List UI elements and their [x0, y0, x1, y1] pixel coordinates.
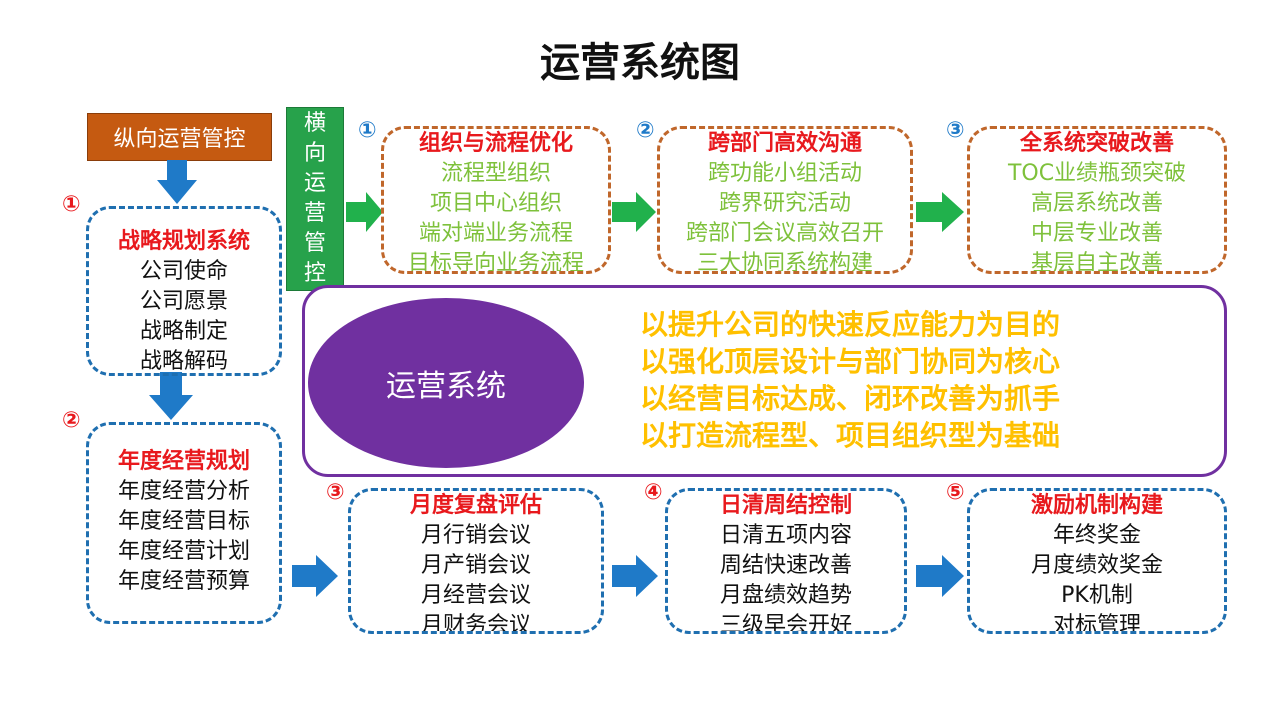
arrow-down-1 [157, 160, 197, 204]
htag-char: 控 [303, 261, 326, 286]
box-title: 战略规划系统 [117, 229, 250, 254]
box-item: 高层系统改善 [1030, 191, 1163, 216]
box-item: 跨功能小组活动 [707, 161, 862, 186]
goal-line: 以经营目标达成、闭环改善为抓手 [640, 382, 1061, 415]
incentive-box: 激励机制构建 年终奖金 月度绩效奖金 PK机制 对标管理 [967, 488, 1227, 634]
box-title: 日清周结控制 [719, 493, 852, 518]
box-item: 项目中心组织 [429, 191, 562, 216]
box-item: 年终奖金 [1052, 523, 1141, 548]
box-item: 对标管理 [1052, 613, 1141, 634]
step-number: ② [62, 408, 81, 433]
htag-char: 横 [303, 111, 326, 136]
arrow-right-bottom-0 [292, 555, 338, 597]
box-item: 跨部门会议高效召开 [685, 221, 884, 246]
core-ellipse: 运营系统 [308, 298, 584, 468]
box-item: 公司使命 [139, 259, 228, 284]
horizontal-control-tag: 横 向 运 营 管 控 [286, 107, 344, 291]
htag-char: 营 [303, 201, 326, 226]
box-item: 公司愿景 [139, 289, 228, 314]
box-item: 月产销会议 [420, 553, 531, 578]
step-number: ① [358, 118, 377, 143]
box-item: 周结快速改善 [719, 553, 852, 578]
box-item: 日清五项内容 [719, 523, 852, 548]
box-title: 激励机制构建 [1030, 493, 1163, 518]
org-process-box: 组织与流程优化 流程型组织 项目中心组织 端对端业务流程 目标导向业务流程 [381, 126, 611, 274]
box-item: 月度绩效奖金 [1030, 553, 1163, 578]
box-item: 跨界研究活动 [718, 191, 851, 216]
goal-line: 以打造流程型、项目组织型为基础 [640, 419, 1061, 452]
box-item: 月经营会议 [420, 583, 531, 608]
goal-line: 以强化顶层设计与部门协同为核心 [640, 345, 1061, 378]
box-item: 目标导向业务流程 [407, 251, 584, 274]
core-goals: 以提升公司的快速反应能力为目的 以强化顶层设计与部门协同为核心 以经营目标达成、… [640, 306, 1200, 454]
step-number: ① [62, 192, 81, 217]
daily-weekly-box: 日清周结控制 日清五项内容 周结快速改善 月盘绩效趋势 三级早会开好 [665, 488, 907, 634]
box-item: PK机制 [1061, 583, 1133, 608]
strategy-planning-box: 战略规划系统 公司使命 公司愿景 战略制定 战略解码 [86, 206, 282, 376]
box-item: 中层专业改善 [1030, 221, 1163, 246]
arrow-down-2 [149, 372, 193, 420]
box-item: 年度经营预算 [117, 569, 250, 594]
arrow-right-bottom-2 [916, 555, 964, 597]
box-item: 年度经营分析 [117, 479, 250, 504]
box-title: 年度经营规划 [117, 449, 250, 474]
box-item: 月财务会议 [420, 613, 531, 634]
step-number: ⑤ [946, 480, 965, 505]
step-number: ③ [326, 480, 345, 505]
htag-char: 运 [303, 171, 326, 196]
arrow-right-top-0 [346, 192, 383, 232]
box-title: 全系统突破改善 [1019, 131, 1174, 156]
arrow-right-bottom-1 [612, 555, 658, 597]
htag-char: 向 [303, 141, 326, 166]
htag-char: 管 [303, 231, 326, 256]
box-title: 跨部门高效沟通 [707, 131, 862, 156]
box-item: 三大协同系统构建 [696, 251, 873, 274]
arrow-right-top-2 [916, 192, 964, 232]
box-item: TOC业绩瓶颈突破 [1007, 161, 1187, 186]
box-item: 流程型组织 [440, 161, 551, 186]
annual-planning-box: 年度经营规划 年度经营分析 年度经营目标 年度经营计划 年度经营预算 [86, 422, 282, 624]
step-number: ② [636, 118, 655, 143]
box-title: 月度复盘评估 [409, 493, 542, 518]
cross-dept-box: 跨部门高效沟通 跨功能小组活动 跨界研究活动 跨部门会议高效召开 三大协同系统构… [657, 126, 913, 274]
system-breakthrough-box: 全系统突破改善 TOC业绩瓶颈突破 高层系统改善 中层专业改善 基层自主改善 [967, 126, 1227, 274]
box-item: 基层自主改善 [1030, 251, 1163, 274]
diagram-title: 运营系统图 [540, 40, 740, 86]
goal-line: 以提升公司的快速反应能力为目的 [640, 308, 1061, 341]
box-item: 月盘绩效趋势 [719, 583, 852, 608]
box-item: 年度经营目标 [117, 509, 250, 534]
monthly-review-box: 月度复盘评估 月行销会议 月产销会议 月经营会议 月财务会议 [348, 488, 604, 634]
box-item: 年度经营计划 [117, 539, 250, 564]
box-item: 战略制定 [139, 319, 228, 344]
box-item: 端对端业务流程 [418, 221, 573, 246]
vertical-control-tag: 纵向运营管控 [87, 113, 272, 161]
box-item: 三级早会开好 [719, 613, 852, 634]
box-item: 月行销会议 [420, 523, 531, 548]
box-item: 战略解码 [139, 349, 228, 374]
step-number: ④ [644, 480, 663, 505]
box-title: 组织与流程优化 [418, 131, 573, 156]
arrow-right-top-1 [612, 192, 656, 232]
step-number: ③ [946, 118, 965, 143]
